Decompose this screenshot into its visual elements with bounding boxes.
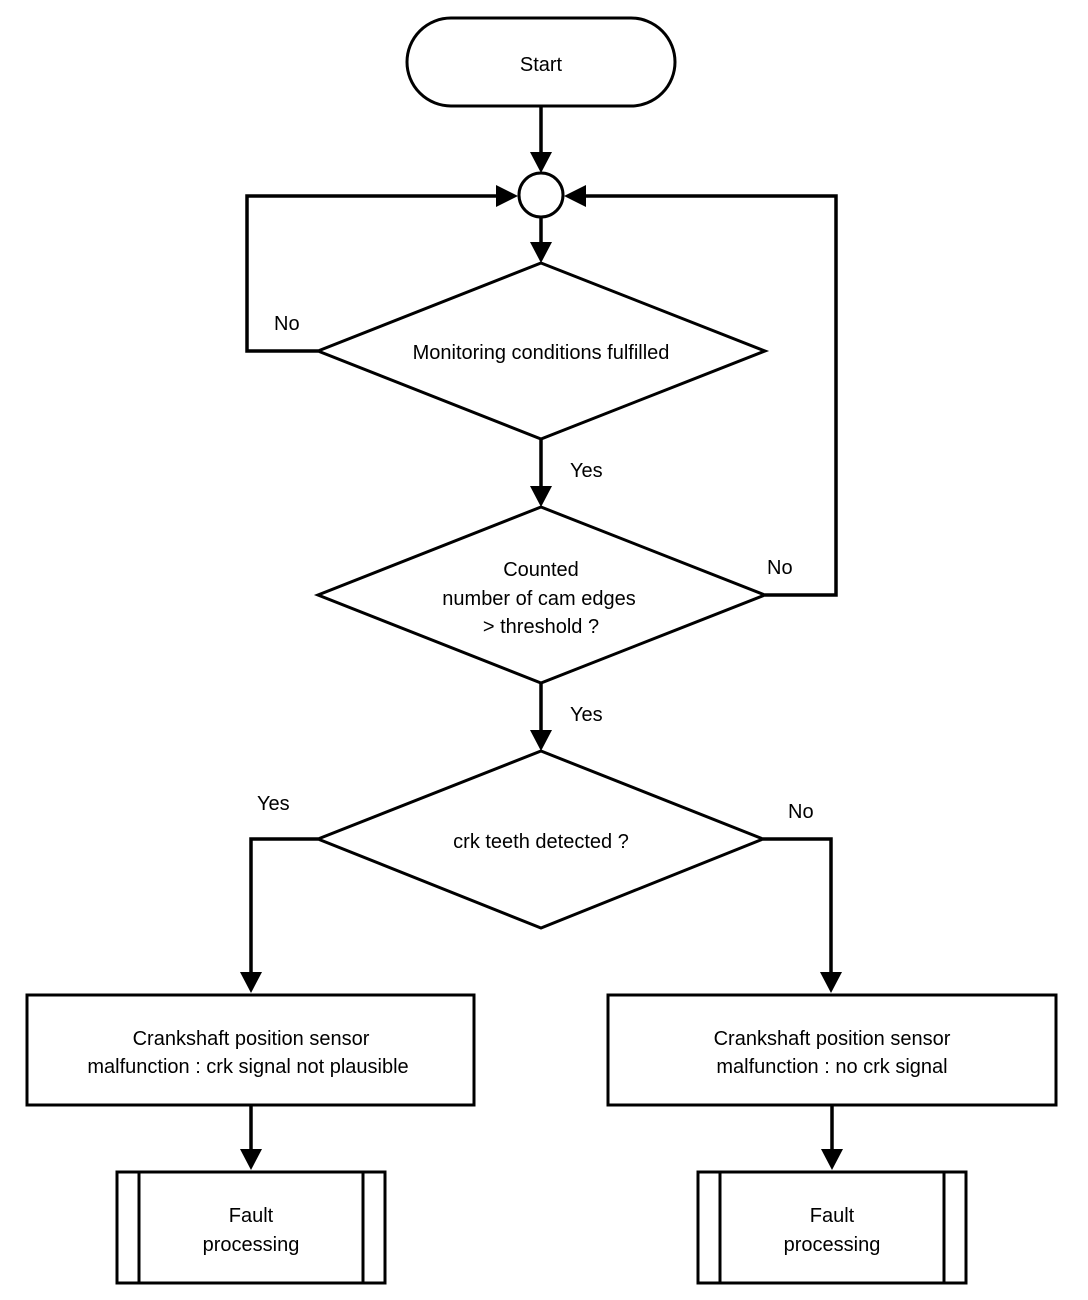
cam-edges-label-line3: > threshold ? (483, 616, 599, 638)
no-signal-line1: Crankshaft position sensor (714, 1028, 951, 1050)
arrowhead-crk-yes (240, 972, 262, 993)
connector-crk-no (763, 837, 833, 976)
monitoring-yes-label: Yes (570, 460, 603, 482)
monitoring-label: Monitoring conditions fulfilled (413, 342, 670, 364)
arrowhead-cam-yes (530, 730, 552, 751)
arrowhead-right-fault (821, 1149, 843, 1170)
fault-right-line2: processing (784, 1234, 881, 1256)
cam-edges-label-line1: Counted (503, 559, 579, 581)
crk-yes-label: Yes (257, 793, 290, 815)
crk-teeth-label: crk teeth detected ? (453, 831, 629, 853)
connector-monitoring-no (245, 194, 500, 353)
no-signal-line2: malfunction : no crk signal (716, 1056, 947, 1078)
loop-junction (517, 171, 565, 219)
not-plausible-line2: malfunction : crk signal not plausible (87, 1056, 408, 1078)
fault-left-line1: Fault (229, 1205, 274, 1227)
arrowhead-monitoring-no (496, 185, 518, 207)
not-plausible-line1: Crankshaft position sensor (133, 1028, 370, 1050)
signal-not-plausible-box (25, 993, 476, 1107)
fault-left-line2: processing (203, 1234, 300, 1256)
crk-no-label: No (788, 801, 814, 823)
no-signal-box (606, 993, 1058, 1107)
fault-processing-right (696, 1170, 968, 1285)
monitoring-no-label: No (274, 313, 300, 335)
start-label: Start (520, 54, 563, 76)
arrowhead-junction-monitoring (530, 242, 552, 263)
cam-no-label: No (767, 557, 793, 579)
fault-processing-left (115, 1170, 387, 1285)
cam-edges-label-line2: number of cam edges (442, 588, 635, 610)
arrowhead-cam-no (564, 185, 586, 207)
arrowhead-crk-no (820, 972, 842, 993)
arrowhead-monitoring-yes (530, 486, 552, 507)
connector-cam-no (582, 194, 838, 597)
cam-yes-label: Yes (570, 704, 603, 726)
connector-crk-yes (249, 837, 318, 976)
fault-right-line1: Fault (810, 1205, 855, 1227)
arrowhead-left-fault (240, 1149, 262, 1170)
arrowhead-start-junction (530, 152, 552, 173)
crk-teeth-decision (313, 749, 768, 930)
